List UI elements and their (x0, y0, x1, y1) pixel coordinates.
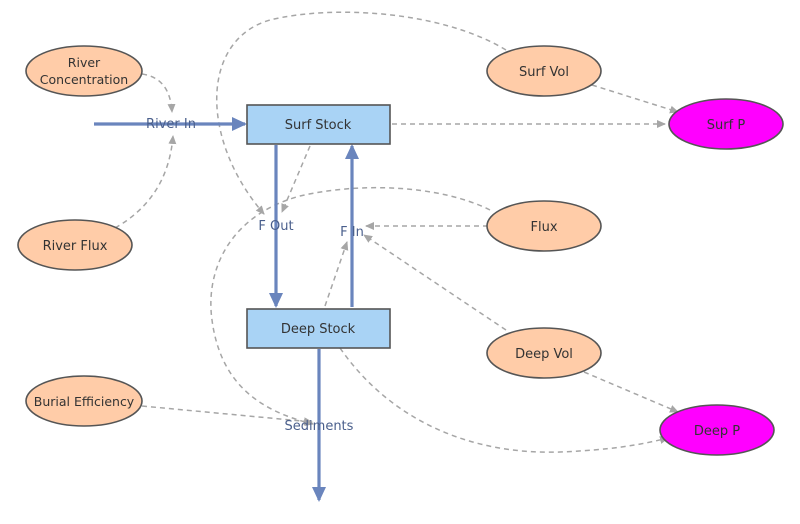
influence-links (114, 11, 679, 453)
link-deep-stock-to-f-in (324, 241, 349, 307)
flow-label-river-in[interactable]: River In (146, 117, 196, 132)
flow-label-sediments[interactable]: Sediments (285, 419, 354, 434)
stock-surf-stock[interactable]: Surf Stock (246, 104, 391, 145)
stock-deep-stock[interactable]: Deep Stock (246, 308, 391, 349)
link-surf-vol-to-surf-p (591, 84, 679, 114)
variable-label-river-concentration-line2: Concentration (40, 72, 128, 87)
variable-label-surf-vol: Surf Vol (519, 65, 569, 80)
variable-label-deep-vol: Deep Vol (515, 347, 573, 362)
link-deep-stock-to-deep-p (339, 347, 669, 453)
flow-label-f-out[interactable]: F Out (258, 219, 293, 234)
variable-burial-efficiency[interactable]: Burial Efficiency (25, 375, 143, 427)
output-label-surf-p: Surf P (707, 118, 746, 133)
output-deep-p[interactable]: Deep P (659, 404, 775, 456)
variable-deep-vol[interactable]: Deep Vol (486, 327, 602, 379)
link-river-flux-to-river-in (114, 135, 177, 229)
link-surf-vol-to-f-out (216, 11, 507, 215)
link-burial-efficiency-to-sediments (141, 405, 313, 426)
link-deep-vol-to-deep-p (583, 371, 679, 413)
flows (94, 117, 359, 502)
variable-surf-vol[interactable]: Surf Vol (486, 45, 602, 97)
variable-label-river-flux: River Flux (43, 239, 108, 254)
flow-label-f-in[interactable]: F In (340, 225, 364, 240)
variable-label-flux: Flux (530, 220, 557, 235)
variable-label-burial-efficiency: Burial Efficiency (34, 394, 135, 409)
link-surf-stock-to-f-out (281, 145, 311, 213)
stock-label-deep-stock: Deep Stock (281, 322, 356, 337)
variable-river-concentration[interactable]: River Concentration (25, 45, 143, 97)
link-river-concentration-to-river-in (141, 73, 176, 113)
link-flux-to-f-out (210, 186, 491, 427)
output-surf-p[interactable]: Surf P (668, 98, 784, 150)
link-deep-vol-to-f-in (363, 234, 507, 331)
output-label-deep-p: Deep P (694, 424, 740, 439)
variable-flux[interactable]: Flux (486, 200, 602, 252)
variable-river-flux[interactable]: River Flux (17, 219, 133, 271)
stock-label-surf-stock: Surf Stock (285, 118, 352, 133)
variable-label-river-concentration-line1: River (68, 55, 101, 70)
